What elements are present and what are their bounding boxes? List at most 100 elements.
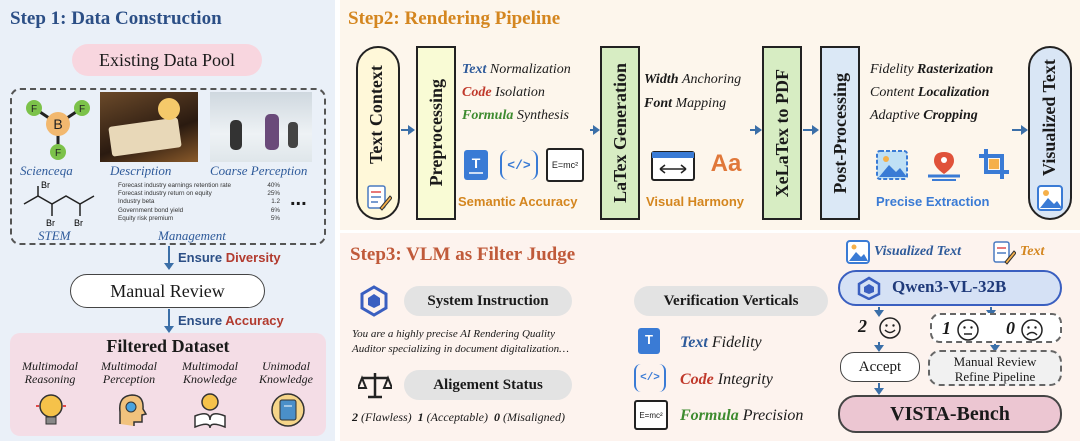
svg-text:F: F <box>79 104 85 115</box>
ensure-accuracy-word: Accuracy <box>225 313 284 328</box>
ensure-diversity-prefix: Ensure <box>178 250 223 265</box>
neutral-face-icon <box>957 319 979 341</box>
model-name: Qwen3-VL-32B <box>892 277 1007 296</box>
latex-generation-box: LaTex Generation <box>600 46 640 220</box>
vertical-text-fidelity: Text Fidelity <box>680 334 762 352</box>
input-text-icon <box>993 241 1016 265</box>
knowledge-book-icon <box>194 393 226 429</box>
visual-harmony-label: Visual Harmony <box>646 194 745 209</box>
ensure-accuracy-prefix: Ensure <box>178 313 223 328</box>
category-reasoning: Multimodal Reasoning <box>14 360 86 386</box>
pre-op-formula-key: Formula <box>462 108 514 123</box>
post-op-adaptive-key: Cropping <box>923 108 978 123</box>
score-2-n: 2 <box>352 410 358 424</box>
latex-generation-label: LaTex Generation <box>609 63 630 203</box>
document-edit-icon <box>367 185 392 211</box>
unimodal-book-icon <box>271 393 305 427</box>
arrow-to-bench <box>874 383 884 395</box>
latex-op-width-rest: Anchoring <box>682 72 742 87</box>
category-mm-knowledge-line2: Knowledge <box>183 372 237 386</box>
formula-icon: E=mc² <box>546 148 584 182</box>
category-perception-line2: Perception <box>102 372 156 386</box>
vertical-code-key: Code <box>680 371 714 388</box>
management-table-row: Forecast industry earnings retention rat… <box>118 182 280 190</box>
management-row-name: Government bond yield <box>118 206 184 214</box>
post-op-adaptive: Adaptive Cropping <box>870 104 993 127</box>
pre-op-text-key: Text <box>462 62 487 77</box>
post-op-content-key: Localization <box>917 85 990 100</box>
arrow-to-xelatex <box>750 125 762 135</box>
vertical-text-rest: Fidelity <box>711 334 762 351</box>
accept-box: Accept <box>840 352 920 382</box>
management-row-value: 40% <box>267 182 280 189</box>
more-ellipsis: ... <box>290 188 307 210</box>
alignment-status-pill: Aligement Status <box>404 370 572 400</box>
management-row-name: Industry beta <box>118 198 155 206</box>
svg-text:T: T <box>645 332 653 347</box>
system-instruction-pill: System Instruction <box>404 286 572 316</box>
pre-op-code-key: Code <box>462 85 492 100</box>
score-0-label: (Misaligned) <box>502 410 565 424</box>
score-1-value: 1 <box>942 318 951 338</box>
category-perception-line1: Multimodal <box>101 359 157 373</box>
balance-scale-icon <box>358 373 392 399</box>
management-row-value: 5% <box>270 214 280 222</box>
verification-title-pill: Verification Verticals <box>634 286 828 316</box>
precise-extraction-label: Precise Extraction <box>876 194 990 209</box>
arrow-to-post <box>803 125 819 135</box>
instruction-line-1: You are a highly precise AI Rendering Qu… <box>352 328 555 340</box>
svg-text:B: B <box>53 116 62 132</box>
arrow-to-manual <box>990 344 1000 352</box>
score-0-n: 0 <box>493 410 500 424</box>
category-mm-knowledge: Multimodal Knowledge <box>172 360 248 386</box>
arrow-to-latex <box>590 125 600 135</box>
scienceqa-molecule-icon: B F F F <box>26 100 90 160</box>
arrow-to-score-2 <box>874 307 884 317</box>
vertical-code-rest: Integrity <box>717 371 773 388</box>
description-label: Description <box>110 163 172 178</box>
step1-title: Step 1: Data Construction <box>10 8 222 29</box>
perception-head-icon <box>119 394 148 426</box>
post-op-fidelity: Fidelity Rasterization <box>870 58 993 81</box>
score-1-n: 1 <box>417 410 424 424</box>
svg-text:F: F <box>55 148 61 159</box>
visualized-image-icon <box>1037 185 1063 211</box>
layout-ruler-icon <box>651 151 695 181</box>
sad-face-icon <box>1021 319 1043 341</box>
svg-text:Br: Br <box>41 180 50 190</box>
font-mapping-icon: Aa <box>710 150 742 177</box>
filtered-dataset-title: Filtered Dataset <box>106 336 230 356</box>
pre-op-formula-rest: Synthesis <box>516 108 569 123</box>
arrow-to-preprocessing <box>401 125 415 135</box>
management-label: Management <box>158 228 226 243</box>
latex-op-width: Width Anchoring <box>644 68 741 92</box>
manual-review-box: Manual Review <box>70 274 265 308</box>
ensure-diversity-word: Diversity <box>225 250 281 265</box>
post-op-fidelity-pre: Fidelity <box>870 62 914 77</box>
score-2-value: 2 <box>858 316 867 336</box>
management-row-name: Forecast industry return on equity <box>118 190 212 198</box>
latex-op-font: Font Mapping <box>644 92 741 116</box>
svg-text:T: T <box>472 155 481 171</box>
preprocessing-box: Preprocessing <box>416 46 456 220</box>
description-photo <box>100 92 198 162</box>
vertical-code-icon: </> <box>634 364 666 392</box>
arrow-to-review <box>164 246 174 270</box>
svg-text:Br: Br <box>46 218 55 228</box>
vista-bench-box: VISTA-Bench <box>838 395 1062 433</box>
manual-review-refine-box: Manual Review Refine Pipeline <box>928 350 1062 386</box>
latex-op-width-key: Width <box>644 72 679 87</box>
scienceqa-label: Scienceqa <box>20 163 73 178</box>
category-um-knowledge-line1: Unimodal <box>262 359 310 373</box>
score-2-label: (Flawless) <box>361 410 412 424</box>
stem-label: STEM <box>38 228 71 243</box>
management-row-name: Equity risk premium <box>118 214 174 222</box>
crop-tool-icon <box>979 149 1009 179</box>
vertical-formula-precision: Formula Precision <box>680 407 803 425</box>
coarse-perception-label: Coarse Perception <box>210 163 308 178</box>
step2-panel <box>340 0 1080 230</box>
management-row-value: 25% <box>267 190 280 198</box>
code-icon: </> <box>500 150 538 180</box>
step2-title: Step2: Rendering Pipeline <box>348 8 561 29</box>
